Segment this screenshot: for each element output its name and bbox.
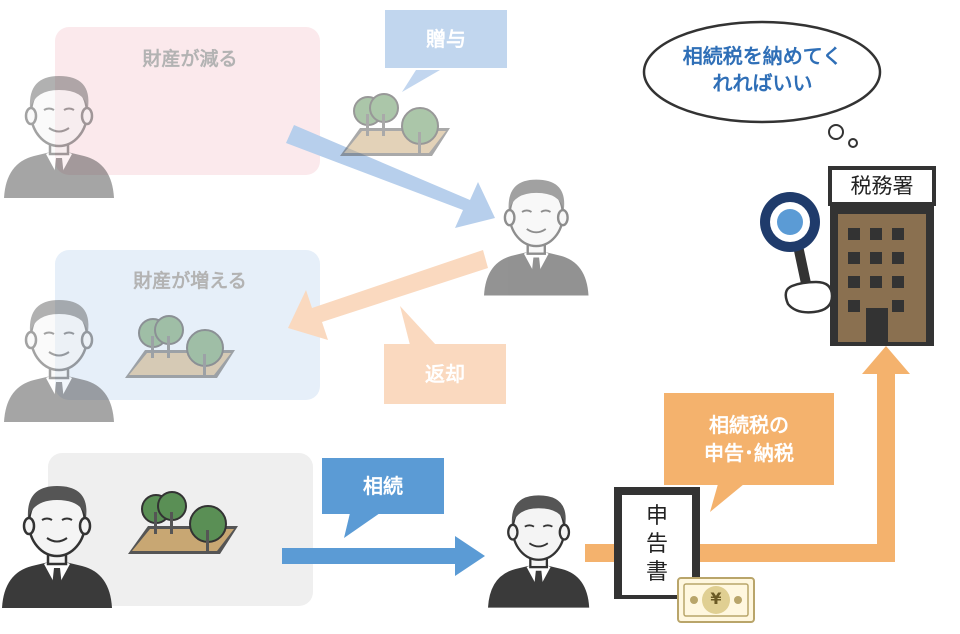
return-callout: 返却	[384, 344, 506, 404]
gift-arrow	[286, 125, 495, 228]
gift-callout: 贈与	[385, 10, 507, 68]
inherit-callout: 相続	[322, 458, 444, 514]
land-inherit	[127, 491, 239, 555]
thought-bubble	[642, 20, 882, 148]
thought-text: 相続税を納めてく れればいい	[655, 43, 870, 97]
gift-callout-label: 贈与	[426, 27, 466, 51]
parent-inherit	[0, 484, 114, 610]
parent-faded-middle	[2, 298, 116, 424]
parent-faded-top	[2, 74, 116, 200]
inherit-callout-label: 相続	[363, 474, 403, 498]
document-text: 申 告 書	[622, 503, 692, 587]
document-char-2: 告	[645, 532, 668, 557]
filing-callout-line2: 申告･納税	[704, 441, 794, 465]
return-callout-label: 返却	[425, 362, 465, 386]
decrease-panel	[55, 27, 320, 175]
decrease-panel-title: 財産が減る	[142, 48, 238, 70]
inherit-arrow	[282, 536, 485, 576]
return-callout-tail	[400, 306, 436, 345]
tax-office-building	[828, 166, 936, 346]
document-char-3: 書	[645, 560, 668, 585]
child-heir	[486, 494, 591, 609]
thought-line2: れればいい	[712, 71, 813, 95]
child-faded	[482, 178, 590, 297]
thought-line1: 相続税を納めてく	[682, 44, 843, 68]
inherit-callout-tail	[344, 513, 380, 538]
filing-callout-line1: 相続税の	[709, 413, 789, 437]
filing-callout: 相続税の 申告･納税	[664, 393, 834, 485]
document-char-1: 申	[645, 504, 668, 529]
gift-callout-tail	[402, 70, 440, 92]
yen-symbol: ¥	[710, 589, 722, 608]
tax-office-sign: 税務署	[850, 174, 914, 198]
land-gift-faded	[339, 93, 451, 157]
money-bill	[677, 577, 755, 623]
land-increase-faded	[124, 315, 236, 379]
filing-callout-tail	[710, 484, 744, 512]
magnifier-icon	[760, 192, 834, 314]
increase-panel-title: 財産が増える	[133, 270, 247, 292]
return-arrow	[288, 250, 488, 340]
